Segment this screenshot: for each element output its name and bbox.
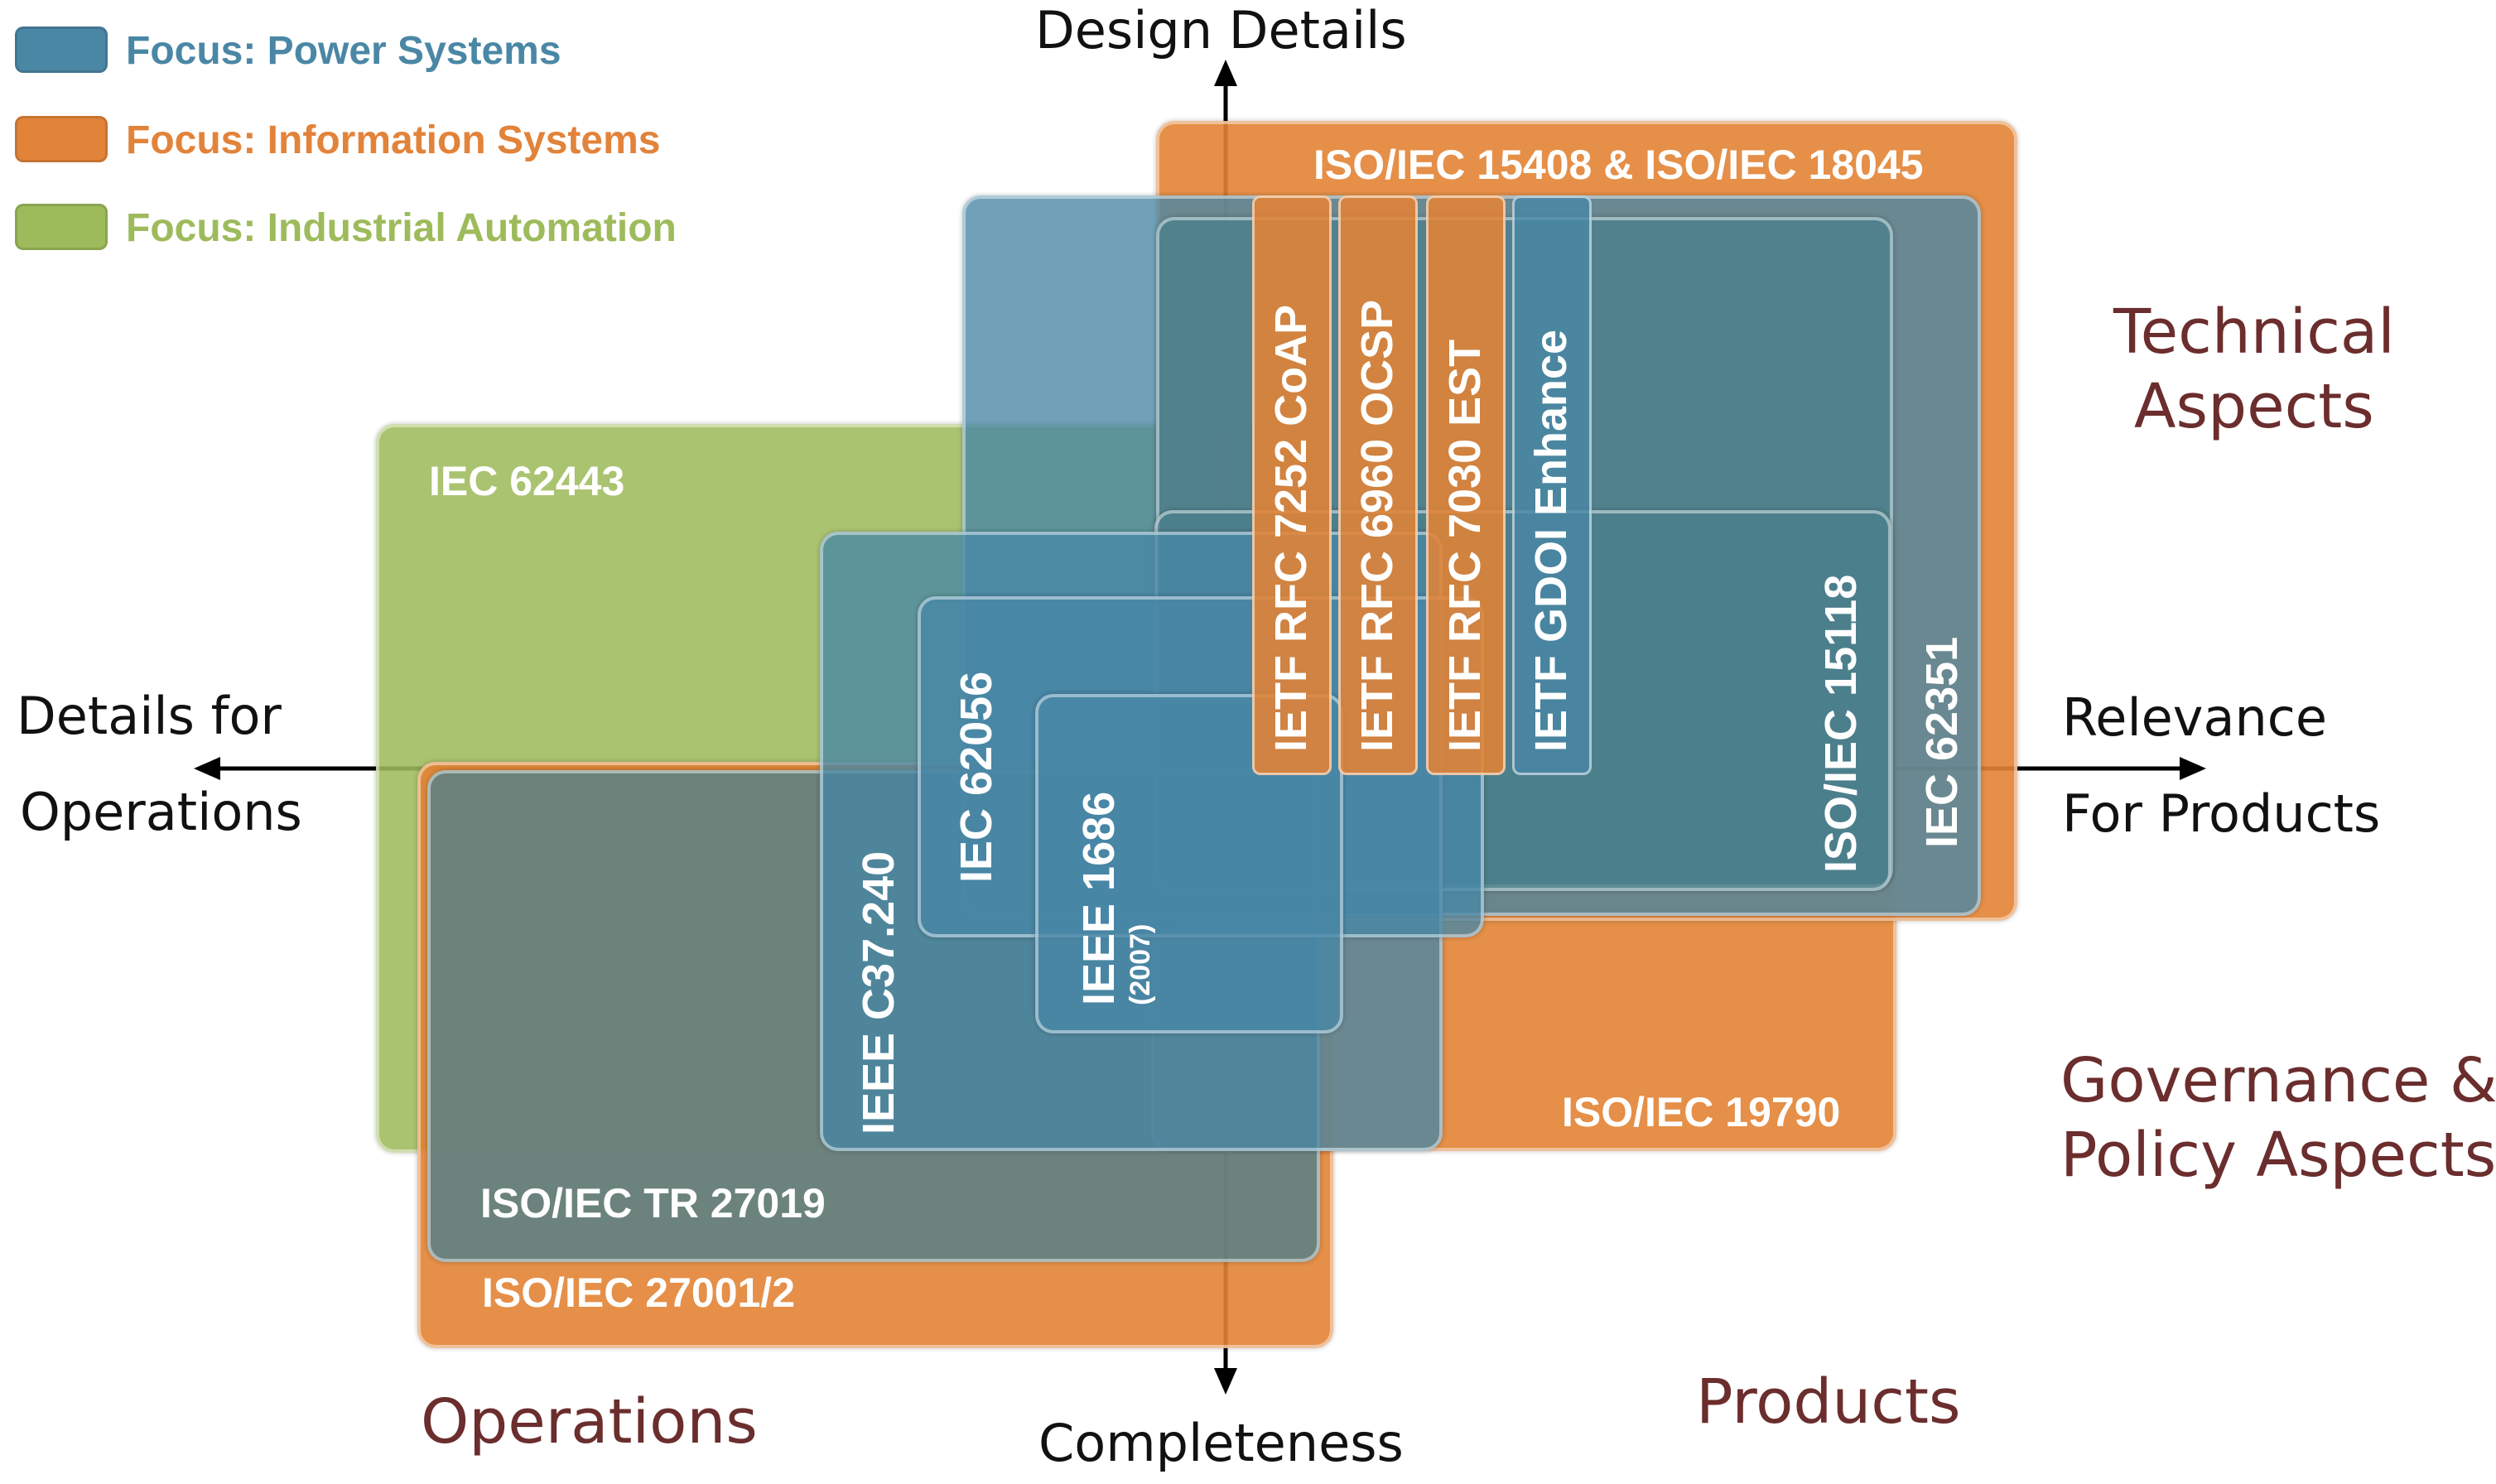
iec-62056-label: IEC 62056	[952, 671, 1001, 883]
iso-15408-label: ISO/IEC 15408 & ISO/IEC 18045	[1313, 142, 1924, 188]
rfc-6960-label: IETF RFC 6960 OCSP	[1352, 299, 1402, 752]
rfc-7252-strip	[1252, 195, 1332, 775]
rfc-7030-label: IETF RFC 7030 EST	[1440, 339, 1490, 752]
ieee-1686-title: IEEE 1686	[1074, 791, 1124, 1005]
axis-label-right-line2: For Products	[2062, 783, 2381, 844]
governance-line1: Governance &	[2060, 1045, 2496, 1116]
axis-label-left-line2: Operations	[20, 782, 302, 842]
ieee-c37-240-label: IEEE C37.240	[854, 850, 903, 1135]
technical-aspects-line2: Aspects	[2133, 371, 2374, 443]
legend-swatch-information-systems	[15, 116, 108, 162]
legend-swatch-industrial-automation	[15, 204, 108, 250]
iso-15118-label: ISO/IEC 15118	[1816, 574, 1866, 873]
gdoi-label: IETF GDOI Enhance	[1526, 329, 1576, 752]
axis-label-right-line1: Relevance	[2062, 687, 2328, 748]
legend-swatch-power-systems	[15, 26, 108, 73]
arrow-up	[1214, 60, 1237, 86]
legend-label-power-systems: Focus: Power Systems	[126, 29, 561, 73]
operations-label: Operations	[421, 1386, 758, 1458]
axis-label-left-line1: Details for	[17, 686, 282, 746]
axis-label-top: Design Details	[1035, 0, 1407, 60]
products-label: Products	[1696, 1366, 1961, 1438]
technical-aspects-label: Technical Aspects	[2113, 295, 2395, 445]
arrow-right	[2180, 757, 2206, 780]
iec-62443-label: IEC 62443	[429, 458, 625, 504]
gdoi-strip	[1512, 195, 1592, 775]
governance-policy-label: Governance & Policy Aspects	[2060, 1043, 2496, 1193]
arrow-down	[1214, 1368, 1237, 1395]
legend-label-industrial-automation: Focus: Industrial Automation	[126, 206, 677, 250]
iec-62351-label: IEC 62351	[1917, 636, 1967, 848]
rfc-6960-strip	[1338, 195, 1418, 775]
iso-tr-27019-label: ISO/IEC TR 27019	[480, 1180, 826, 1226]
ieee-1686-year: (2007)	[1125, 923, 1156, 1005]
iso-27001-label: ISO/IEC 27001/2	[482, 1270, 796, 1316]
axis-label-bottom: Completeness	[1038, 1413, 1404, 1473]
iso-19790-label: ISO/IEC 19790	[1562, 1089, 1841, 1135]
ieee-1686-label: IEEE 1686 (2007)	[1074, 791, 1156, 1005]
legend-label-information-systems: Focus: Information Systems	[126, 118, 661, 162]
arrow-left	[194, 757, 220, 780]
rfc-7030-strip	[1426, 195, 1506, 775]
governance-line2: Policy Aspects	[2060, 1120, 2496, 1192]
technical-aspects-line1: Technical	[2113, 296, 2395, 368]
rfc-7252-label: IETF RFC 7252 CoAP	[1266, 304, 1316, 752]
